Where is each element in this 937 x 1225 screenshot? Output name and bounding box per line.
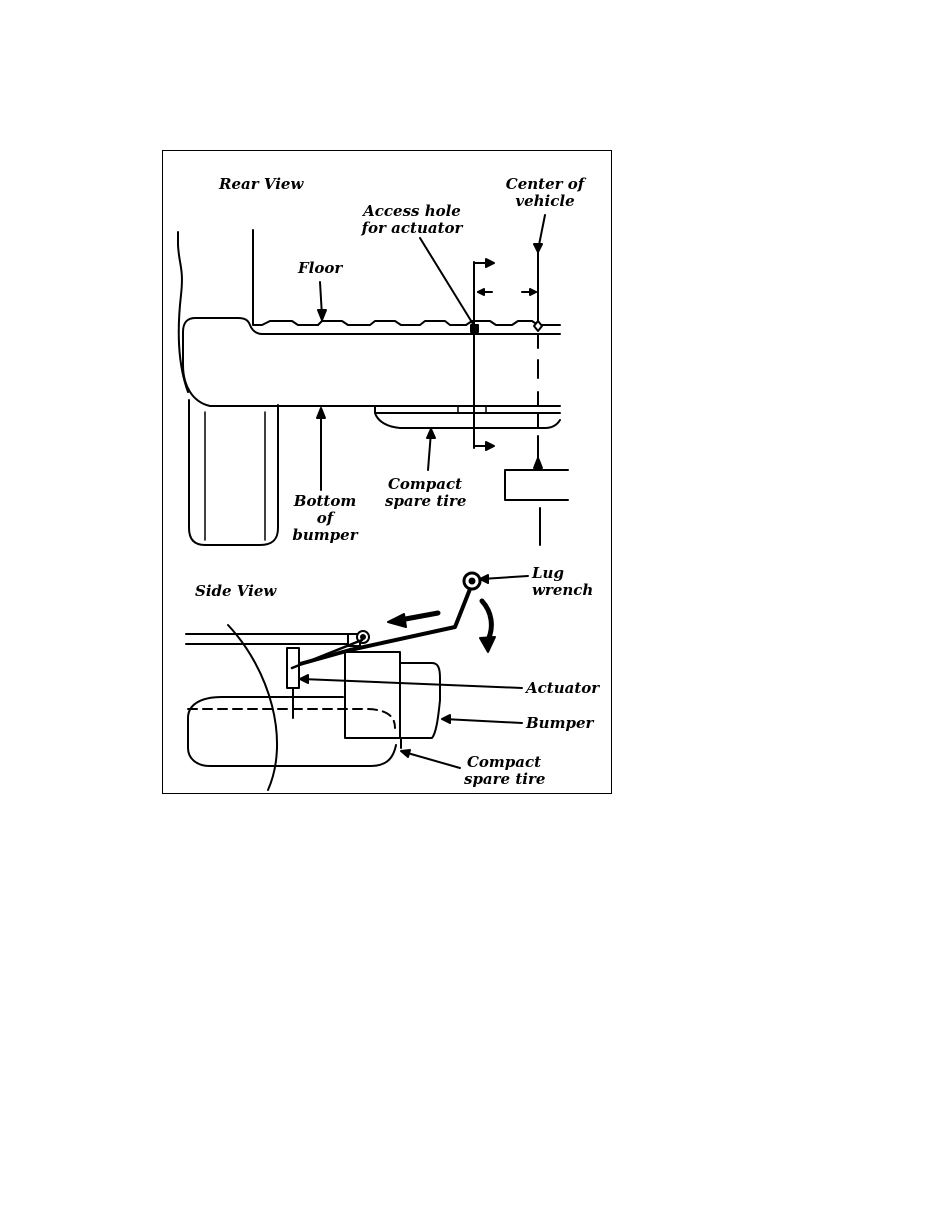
rear-view-drawing: [178, 215, 568, 545]
socket-dot: [470, 579, 475, 584]
arrowhead: [534, 244, 542, 252]
spare-side-leader: [404, 752, 460, 768]
arrowhead: [442, 715, 450, 723]
arrowhead: [530, 289, 536, 295]
label-line: Compact: [464, 754, 544, 771]
rear-box: [505, 470, 568, 500]
label-line: Lug: [532, 565, 593, 582]
floor-label: Floor: [298, 260, 342, 277]
access-leader: [420, 238, 473, 324]
side-bumper: [345, 652, 440, 748]
rotate-arrow: [482, 601, 491, 640]
arrowhead: [317, 408, 325, 418]
actuator-leader: [302, 679, 522, 688]
label-line: vehicle: [505, 193, 585, 210]
bumper-inner: [345, 652, 401, 738]
access-hole-label: Access hole for actuator: [360, 203, 464, 237]
rear-wheel-inner: [205, 412, 265, 540]
label-line: for actuator: [360, 220, 464, 237]
arrowhead: [388, 614, 406, 627]
side-floor: [186, 634, 348, 644]
label-line: Bottom: [290, 493, 360, 510]
arrowhead: [480, 637, 495, 652]
label-line: Compact: [385, 476, 465, 493]
arrowhead: [300, 675, 308, 683]
rear-compact-spare-tire-label: Compact spare tire: [385, 476, 465, 510]
arrowhead: [534, 458, 542, 468]
rear-bumper: [183, 318, 560, 406]
bottom-of-bumper-label: Bottom of bumper: [290, 493, 360, 544]
arrowhead: [486, 259, 494, 267]
pivot-dot: [361, 635, 365, 639]
center-line-dashed: [538, 334, 540, 545]
label-line: bumper: [290, 527, 360, 544]
rear-spare-tire: [375, 406, 560, 428]
label-line: wrench: [532, 582, 593, 599]
actuator-label: Actuator: [526, 680, 599, 697]
floor-line: [253, 230, 560, 325]
bumper-leader: [444, 719, 522, 723]
arrowhead: [427, 429, 435, 438]
label-line: spare tire: [464, 771, 544, 788]
side-view-title: Side View: [195, 583, 276, 600]
arrowhead: [318, 310, 326, 320]
spare-dashed: [188, 709, 395, 728]
center-of-vehicle-label: Center of vehicle: [505, 176, 585, 210]
rear-spare-bracket: [458, 406, 486, 413]
label-line: Access hole: [360, 203, 464, 220]
arrowhead: [486, 442, 494, 450]
arrowhead: [478, 289, 484, 295]
label-line: Center of: [505, 176, 585, 193]
bumper-label: Bumper: [526, 715, 593, 732]
lug-wrench-label: Lug wrench: [532, 565, 593, 599]
side-compact-spare-tire-label: Compact spare tire: [464, 754, 544, 788]
label-line: spare tire: [385, 493, 465, 510]
rear-view-title: Rear View: [219, 176, 303, 193]
arrowhead: [401, 750, 410, 757]
label-line: of: [290, 510, 360, 527]
